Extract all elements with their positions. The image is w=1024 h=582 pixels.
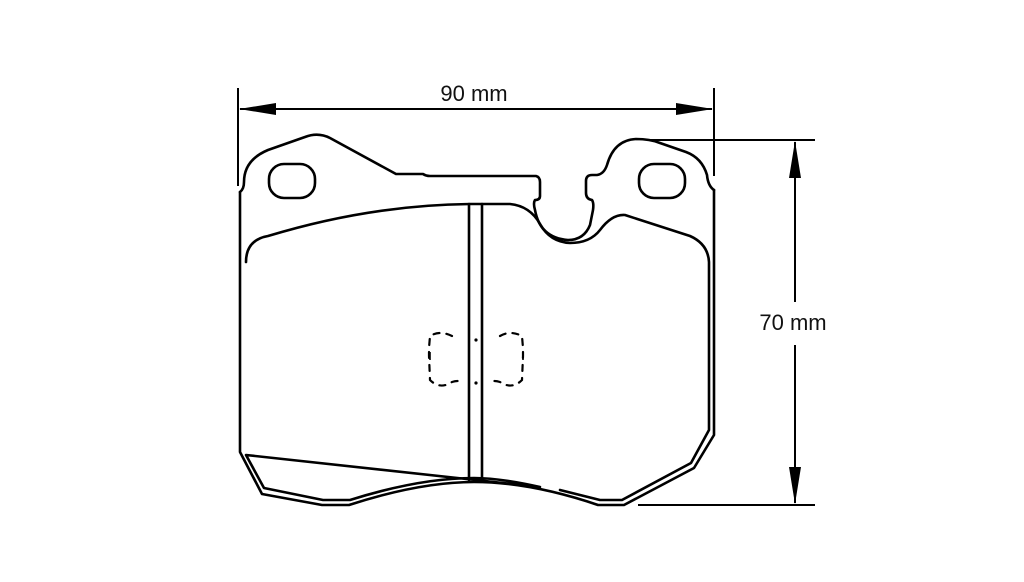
arrow-right-icon xyxy=(676,103,713,115)
width-label: 90 mm xyxy=(440,81,507,106)
dashed-dot-top xyxy=(474,338,478,342)
friction-material-outline xyxy=(244,202,711,502)
width-dimension: 90 mm xyxy=(237,81,715,186)
backing-plate-outline xyxy=(238,133,716,242)
sensor-outline-dashed xyxy=(427,331,525,387)
arrow-up-icon xyxy=(789,141,801,178)
center-slot xyxy=(467,202,484,482)
backing-plate-body-outline xyxy=(238,188,716,507)
arrow-down-icon xyxy=(789,467,801,504)
right-mounting-hole xyxy=(637,162,687,200)
height-label: 70 mm xyxy=(759,310,826,335)
dashed-dot-bottom xyxy=(474,381,478,385)
arrow-left-icon xyxy=(239,103,276,115)
dashed-left-bracket xyxy=(427,331,464,387)
dashed-right-bracket xyxy=(488,331,525,387)
height-dimension: 70 mm xyxy=(638,139,827,506)
left-mounting-hole xyxy=(267,162,317,200)
